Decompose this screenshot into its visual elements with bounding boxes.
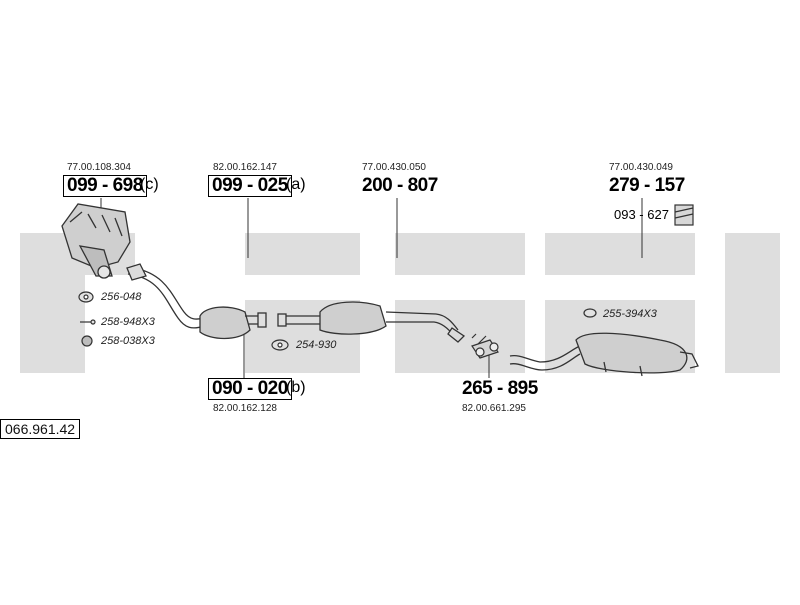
accessory-label-nut: 258-038X3 bbox=[101, 335, 155, 347]
rear-silencer-oem-number: 77.00.430.049 bbox=[609, 162, 673, 173]
accessory-label-bolt: 258-948X3 bbox=[101, 316, 155, 328]
front-cat-oem-number: 82.00.162.147 bbox=[213, 162, 277, 173]
mid-cat-part-number: 200 - 807 bbox=[362, 175, 438, 196]
accessory-icons bbox=[78, 291, 597, 351]
mid-pipe-assembly bbox=[277, 301, 466, 343]
clamp-part-number: 265 - 895 bbox=[462, 378, 538, 399]
mount-rubber bbox=[674, 204, 694, 226]
clamp-oem-number: 82.00.661.295 bbox=[462, 403, 526, 414]
mount-part-number: 093 - 627 bbox=[614, 207, 669, 222]
diagram-number: 066.961.42 bbox=[0, 419, 81, 439]
front-pipe-part-number: 090 - 020 bbox=[208, 378, 292, 400]
mid-cat-oem-number: 77.00.430.050 bbox=[362, 162, 426, 173]
front-pipe-oem-number: 82.00.162.128 bbox=[213, 403, 277, 414]
nut-icon bbox=[81, 335, 93, 347]
rear-silencer-part-number: 279 - 157 bbox=[609, 175, 685, 196]
exhaust-manifold bbox=[61, 203, 131, 279]
manifold-suffix: (c) bbox=[140, 176, 159, 193]
rubber-ring-icon bbox=[583, 308, 597, 318]
manifold-part-number: 099 - 698 bbox=[63, 175, 147, 197]
front-pipe-assembly bbox=[126, 263, 267, 340]
clamp-part bbox=[471, 333, 499, 359]
accessory-label-gasket-2: 254-930 bbox=[296, 339, 337, 351]
accessory-label-rubber-ring: 255-394X3 bbox=[603, 308, 657, 320]
accessory-label-gasket: 256-048 bbox=[101, 291, 142, 303]
front-cat-part-number: 099 - 025 bbox=[208, 175, 292, 197]
manifold-oem-number: 77.00.108.304 bbox=[67, 162, 131, 173]
front-cat-suffix: (a) bbox=[286, 176, 306, 193]
front-pipe-suffix: (b) bbox=[286, 379, 306, 396]
rear-silencer bbox=[509, 332, 699, 377]
